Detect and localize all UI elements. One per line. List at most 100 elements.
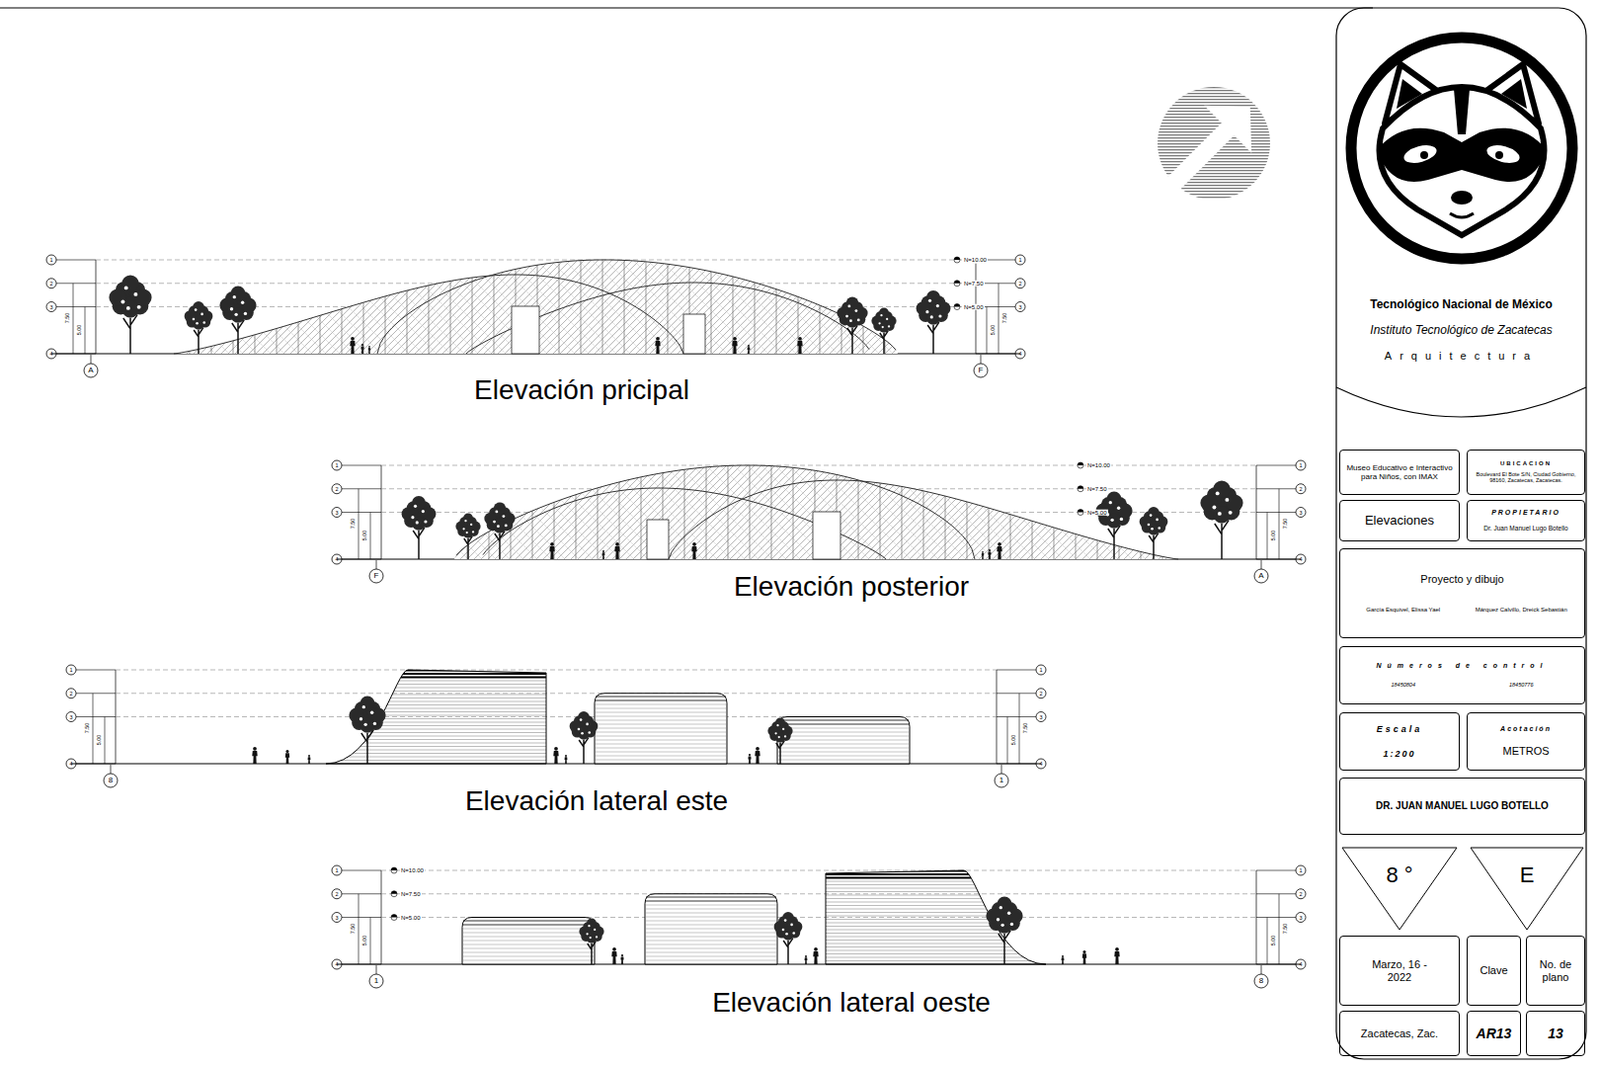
logo-stripe: [1453, 88, 1470, 135]
tree-highlight: [126, 306, 131, 311]
tree-highlight: [137, 305, 142, 310]
logo-mask: [1376, 128, 1547, 182]
person-silhouette: [754, 746, 760, 764]
tree-leaf: [1008, 908, 1024, 924]
hatch-line: [355, 244, 465, 354]
siding-line: [595, 731, 726, 733]
mullion: [1010, 450, 1012, 560]
hatch-line: [410, 244, 520, 354]
hatch-line: [1120, 450, 1229, 560]
project-name-box: Museo Educativo e Interactivo para Niños…: [1339, 449, 1460, 495]
person-body: [360, 345, 364, 354]
hatch-line: [1064, 450, 1174, 560]
level-bubble: [1036, 664, 1046, 675]
dimension-line: [1279, 488, 1280, 560]
axis-bubble: [103, 773, 118, 788]
siding-line: [325, 745, 547, 747]
tree-trunk: [998, 930, 1011, 964]
hatch-line: [327, 244, 437, 354]
level-bubble: [1015, 302, 1026, 313]
person-head: [1082, 950, 1086, 954]
level-symbol-fill: [391, 867, 398, 871]
hatch-line: [839, 244, 949, 354]
hatch-line: [829, 244, 939, 354]
hatch-line: [884, 244, 994, 354]
grid-axis-label: 8: [1259, 976, 1264, 986]
block-fill: [777, 717, 910, 765]
hatch-line: [728, 244, 838, 354]
hatch-line: [106, 244, 216, 354]
siding-line: [595, 704, 726, 706]
person-silhouette: [747, 344, 751, 354]
level-bubble: [66, 664, 77, 675]
sheet-border: [0, 6, 1373, 8]
mullion: [428, 244, 430, 354]
siding-line: [463, 956, 594, 958]
tree-highlight: [1211, 504, 1216, 509]
logo-eye: [1402, 142, 1440, 166]
tree-highlight: [785, 932, 789, 936]
tree-symbol: [455, 513, 480, 560]
tree-leaf: [846, 315, 859, 327]
level-tick: [341, 870, 382, 872]
siding-line: [825, 883, 1046, 885]
tree-highlight: [464, 519, 467, 522]
hatch-line: [1165, 450, 1275, 560]
hatch-line: [563, 450, 673, 560]
hatch-line: [898, 450, 1008, 560]
dimension-line: [370, 917, 372, 965]
level-symbol-fill: [391, 914, 398, 918]
hatch-line: [76, 244, 185, 354]
tree-highlight: [792, 931, 796, 935]
dimension-text: 5.00: [1270, 935, 1277, 947]
level-number: 1: [69, 666, 73, 673]
siding-line: [645, 940, 777, 942]
hatch-line: [1106, 450, 1215, 560]
person-body: [754, 750, 760, 764]
hatch-line: [341, 244, 451, 354]
city-box: Zacatecas, Zac.: [1339, 1010, 1460, 1056]
siding-line: [825, 953, 1046, 955]
siding-line: [463, 928, 594, 930]
mullion: [732, 244, 734, 354]
tree-highlight: [1224, 497, 1229, 502]
hatch-line: [1054, 450, 1164, 560]
hatch-line: [843, 244, 953, 354]
person-silhouette: [251, 746, 257, 764]
siding-line: [325, 676, 547, 679]
person-head: [804, 955, 807, 958]
axis-bubble: [83, 363, 98, 378]
level-number: 1: [334, 867, 338, 874]
hatch-line: [1075, 450, 1185, 560]
hatch-line: [539, 450, 648, 560]
person-head: [564, 754, 567, 757]
hatch-line: [908, 244, 1018, 354]
person-head: [621, 954, 624, 957]
hatch-line: [359, 450, 469, 560]
person-body: [251, 750, 257, 764]
tree-highlight: [410, 515, 414, 519]
siding-line: [825, 880, 1046, 882]
dimension-line: [358, 893, 360, 964]
tree-highlight: [878, 321, 880, 324]
tree-leaf: [192, 301, 205, 314]
tree-highlight: [587, 730, 591, 734]
axis-bubble: [369, 973, 384, 988]
tree-highlight: [881, 325, 884, 328]
dimension-text: 7.50: [1022, 722, 1029, 734]
level-bubble: [331, 460, 342, 471]
hatch-line: [880, 244, 990, 354]
tree-leaf: [1107, 513, 1122, 529]
tree-symbol: [1095, 490, 1132, 560]
hatch-line: [756, 244, 866, 354]
level-tick: [76, 692, 116, 694]
siding-line: [645, 960, 777, 961]
dimension-text: 7.50: [349, 923, 356, 935]
hatch-line: [442, 450, 552, 560]
hatch-line: [370, 450, 480, 560]
level-tick: [341, 916, 382, 918]
tree-leaf: [586, 720, 599, 732]
siding-line: [645, 936, 777, 938]
tree-highlight: [1010, 922, 1014, 926]
block-volume: [777, 717, 910, 765]
